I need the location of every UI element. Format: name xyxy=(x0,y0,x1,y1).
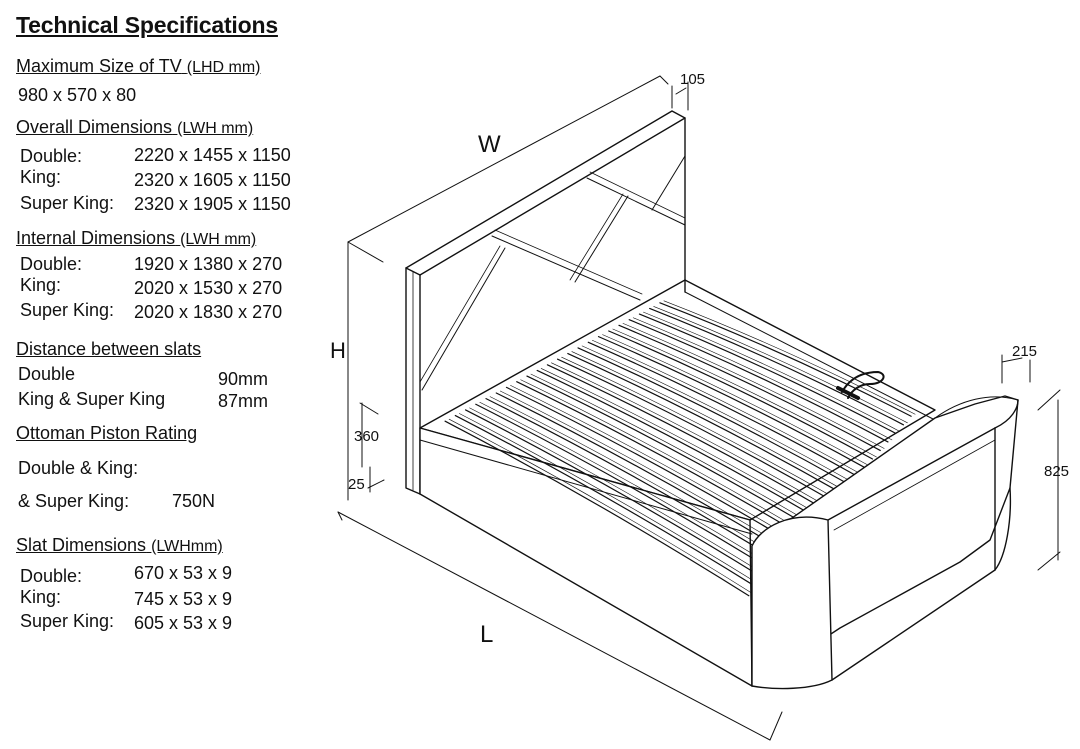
slat-edge xyxy=(643,311,900,432)
slat-edge xyxy=(459,413,761,586)
lift-handle xyxy=(836,371,885,400)
slat xyxy=(516,381,804,537)
slat-edge xyxy=(622,323,885,449)
slat xyxy=(475,403,773,571)
slat xyxy=(649,307,905,426)
slat-edge xyxy=(561,356,839,501)
internal-label-king: King: xyxy=(20,275,62,295)
dim-label-360: 360 xyxy=(354,428,379,445)
slat-edge xyxy=(571,351,846,492)
tv-size-heading-text: Maximum Size of TV xyxy=(16,56,182,76)
slat-dimensions-unit: (LWHmm) xyxy=(151,538,223,555)
dim-label-105: 105 xyxy=(680,71,705,88)
slat xyxy=(454,414,758,588)
dim-label-825: 825 xyxy=(1044,463,1069,480)
slat xyxy=(628,319,889,443)
slat xyxy=(597,336,866,469)
slats xyxy=(444,300,916,597)
slat-edge xyxy=(581,345,854,483)
slat-edge xyxy=(591,339,862,475)
internal-label-double: Double: xyxy=(20,254,83,274)
internal-dimensions-heading: Internal Dimensions (LWH mm) xyxy=(16,228,256,249)
overall-label-king: King: xyxy=(20,167,62,187)
slat-distance-value-double: 90mm xyxy=(218,369,269,389)
slat xyxy=(608,330,874,460)
overall-dimensions-unit: (LWH mm) xyxy=(177,120,254,137)
internal-label-super-king: Super King: xyxy=(20,300,115,320)
slat-edge xyxy=(489,396,785,560)
dim-label-25: 25 xyxy=(348,476,365,493)
slat-dimensions-heading: Slat Dimensions (LWHmm) xyxy=(16,535,223,556)
internal-dimensions-unit: (LWH mm) xyxy=(180,231,257,248)
slat xyxy=(444,420,750,597)
overall-value-super-king: 2320 x 1905 x 1150 xyxy=(134,194,291,214)
slat-edge xyxy=(663,300,916,415)
slat-dimensions-heading-text: Slat Dimensions xyxy=(16,535,147,555)
slat xyxy=(536,369,820,520)
slat-edge xyxy=(479,401,777,569)
piston-line-double-king: Double & King: xyxy=(18,458,139,478)
dim-label-w: W xyxy=(478,131,501,158)
slat-edge xyxy=(540,368,823,518)
ottoman-base xyxy=(419,279,936,687)
dimension-lines xyxy=(337,75,1061,741)
slat-edge xyxy=(448,418,754,595)
slat xyxy=(546,364,827,511)
slat-edge xyxy=(469,407,769,577)
tv-size-heading: Maximum Size of TV (LHD mm) xyxy=(16,56,261,77)
page-title: Technical Specifications xyxy=(16,12,278,38)
slat-distance-label-double: Double xyxy=(18,364,76,384)
slat-edge xyxy=(510,385,800,543)
slat xyxy=(557,358,835,503)
slat xyxy=(526,375,812,528)
slat-distance-value-king: 87mm xyxy=(218,391,269,411)
tv-size-unit: (LHD mm) xyxy=(186,59,261,76)
slat-edge xyxy=(612,328,877,458)
slat-edge xyxy=(530,373,815,526)
slat-edge xyxy=(602,334,870,466)
slat xyxy=(577,347,850,486)
slat xyxy=(618,324,881,452)
slat xyxy=(505,386,796,546)
dim-label-l: L xyxy=(480,621,493,648)
slat xyxy=(638,313,897,434)
slat-edge xyxy=(499,390,792,552)
piston-line-super-king: & Super King: xyxy=(18,491,130,511)
tv-size-value: 980 x 570 x 80 xyxy=(18,85,137,105)
slat xyxy=(567,352,843,494)
slat xyxy=(659,302,912,417)
slat xyxy=(495,392,789,554)
slat xyxy=(464,409,765,580)
internal-dimensions-heading-text: Internal Dimensions xyxy=(16,228,176,248)
slat xyxy=(587,341,858,477)
dim-label-h: H xyxy=(330,338,346,363)
slat xyxy=(485,398,781,563)
slat-edge xyxy=(632,317,893,441)
overall-dimensions-heading-text: Overall Dimensions xyxy=(16,117,173,137)
slat-edge xyxy=(520,379,808,535)
slat-label-king: King: xyxy=(20,587,62,607)
piston-value: 750N xyxy=(172,491,216,511)
dim-label-215: 215 xyxy=(1012,343,1037,360)
slat-value-double: 670 x 53 x 9 xyxy=(134,563,233,583)
internal-value-super-king: 2020 x 1830 x 270 xyxy=(134,302,283,322)
slat-edge xyxy=(653,306,908,424)
overall-label-double: Double: xyxy=(20,146,83,166)
overall-label-super-king: Super King: xyxy=(20,193,115,213)
internal-value-double: 1920 x 1380 x 270 xyxy=(134,254,283,274)
overall-dimensions-heading: Overall Dimensions (LWH mm) xyxy=(16,117,253,138)
slat-label-super-king: Super King: xyxy=(20,611,115,631)
slat-label-double: Double: xyxy=(20,566,83,586)
piston-heading: Ottoman Piston Rating xyxy=(16,423,198,443)
overall-value-king: 2320 x 1605 x 1150 xyxy=(134,170,291,190)
slat-value-super-king: 605 x 53 x 9 xyxy=(134,613,233,633)
slat-distance-heading: Distance between slats xyxy=(16,339,202,359)
internal-value-king: 2020 x 1530 x 270 xyxy=(134,278,283,298)
slat-value-king: 745 x 53 x 9 xyxy=(134,589,233,609)
slat-distance-label-king: King & Super King xyxy=(18,389,166,409)
footboard-tv-cabinet xyxy=(751,395,1019,690)
overall-value-double: 2220 x 1455 x 1150 xyxy=(134,145,291,165)
slat-edge xyxy=(551,362,831,509)
